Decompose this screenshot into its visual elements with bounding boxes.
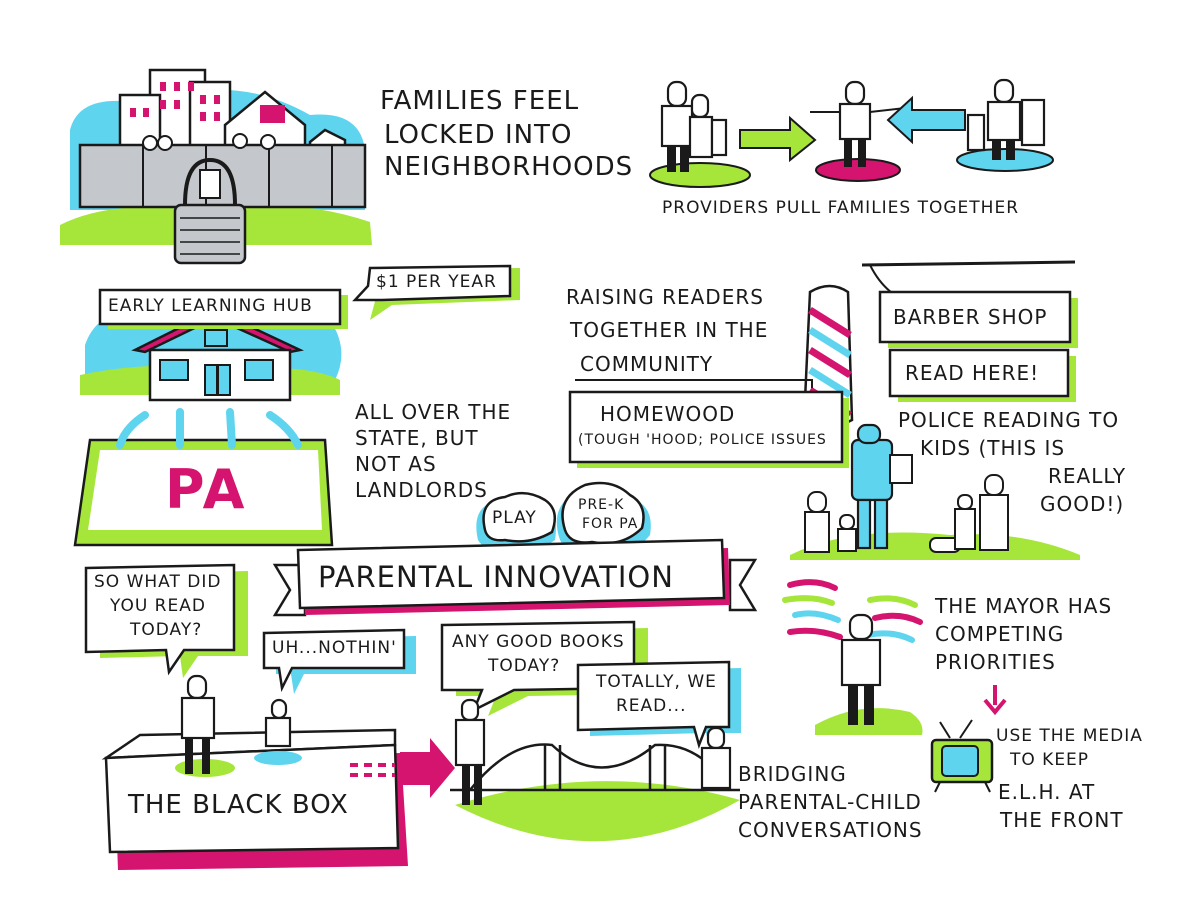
families-locked-line-1: Families Feel <box>380 86 580 116</box>
all-over-line-4: landlords <box>355 478 488 502</box>
any-good-books-line-2: today? <box>488 656 561 676</box>
use-media-line-2: to keep <box>1010 750 1090 770</box>
raising-readers-line-2: Together in the <box>570 318 769 342</box>
homewood-note: (Tough 'hood; police issues <box>578 432 827 448</box>
any-good-books-line-1: Any good books <box>452 632 625 652</box>
mayor-line-1: The mayor has <box>935 594 1113 618</box>
tv-icon <box>930 719 994 793</box>
bridging-line-1: Bridging <box>738 762 847 786</box>
police-reading-line-2: Kids (This is <box>920 436 1066 460</box>
mayor-line-3: priorities <box>935 650 1056 674</box>
pre-k-line-2: for PA <box>582 516 639 532</box>
elh-line-2: the front <box>1000 808 1124 832</box>
barber-shop-illustration <box>568 260 1078 468</box>
per-year-label: $1 Per Year <box>376 272 497 292</box>
bridge-illustration <box>450 698 740 842</box>
all-over-line-2: state, but <box>355 426 479 450</box>
early-learning-hub-label: Early Learning Hub <box>108 296 313 316</box>
totally-line-2: read... <box>616 696 687 716</box>
police-reading-line-3: Really <box>1048 464 1127 488</box>
play-cloud-label: Play <box>492 508 537 528</box>
read-here-sign: Read Here! <box>905 361 1040 385</box>
black-box-illustration <box>101 674 455 870</box>
raising-readers-line-1: Raising Readers <box>566 285 764 309</box>
mayor-illustration <box>782 579 1007 735</box>
uh-nothin-bubble: Uh...Nothin' <box>272 638 397 658</box>
pre-k-line-1: Pre-K <box>578 497 625 513</box>
early-learning-hub-illustration <box>73 264 520 547</box>
cloud-bubbles <box>476 481 651 554</box>
all-over-line-1: All over the <box>355 400 512 424</box>
locked-neighborhood-illustration <box>60 68 372 265</box>
barber-shop-sign: Barber Shop <box>893 305 1048 329</box>
police-reading-line-4: Good!) <box>1040 492 1125 516</box>
families-locked-line-3: Neighborhoods <box>384 152 634 182</box>
homewood-label: Homewood <box>600 402 736 426</box>
mayor-line-2: competing <box>935 622 1065 646</box>
so-what-line-3: today? <box>130 620 203 640</box>
elh-line-1: E.L.H. at <box>998 780 1096 804</box>
police-reading-line-1: Police Reading to <box>898 408 1120 432</box>
providers-pull-caption: Providers Pull Families Together <box>662 198 1020 218</box>
black-box-label: The Black Box <box>128 790 349 820</box>
pa-map-label: PA <box>165 458 248 521</box>
police-reading-illustration <box>790 423 1080 560</box>
providers-pull-illustration <box>649 78 1054 188</box>
use-media-line-1: Use the media <box>996 726 1143 746</box>
parental-innovation-banner <box>272 538 758 617</box>
so-what-line-2: you read <box>110 596 206 616</box>
so-what-line-1: So what did <box>94 572 222 592</box>
families-locked-line-2: Locked Into <box>384 120 573 150</box>
parental-innovation-title: Parental Innovation <box>318 560 674 594</box>
bridging-line-3: Conversations <box>738 818 923 842</box>
conversation-bubbles <box>84 563 741 751</box>
totally-line-1: Totally, we <box>596 672 717 692</box>
all-over-line-3: not as <box>355 452 437 476</box>
bridging-line-2: Parental-Child <box>738 790 922 814</box>
raising-readers-line-3: Community <box>580 352 714 376</box>
